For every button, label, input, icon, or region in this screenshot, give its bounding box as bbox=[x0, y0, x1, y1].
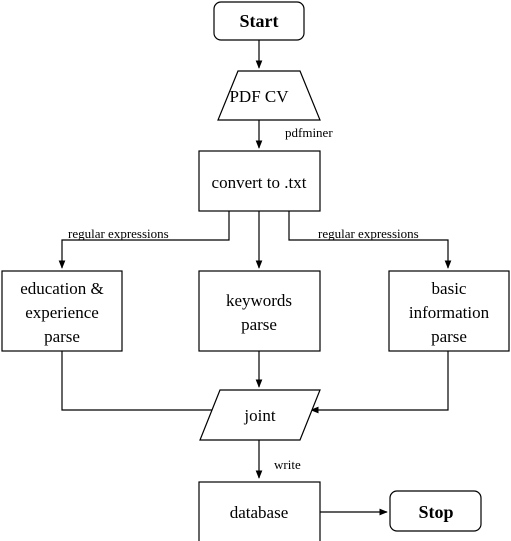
node-joint: joint bbox=[199, 389, 321, 441]
edge-edu-to-joint bbox=[61, 351, 227, 414]
node-edu-line3: parse bbox=[44, 327, 80, 346]
node-start: Start bbox=[213, 1, 305, 41]
node-stop: Stop bbox=[389, 490, 482, 532]
edge-label-regex-left: regular expressions bbox=[68, 226, 169, 241]
edge-basic-to-joint bbox=[310, 351, 449, 414]
node-basic-line1: basic bbox=[432, 279, 467, 298]
node-keywords-line2: parse bbox=[241, 315, 277, 334]
edge-label-regex-right: regular expressions bbox=[318, 226, 419, 241]
edge-convert-to-edu bbox=[58, 211, 230, 269]
node-edu-line1: education & bbox=[20, 279, 104, 298]
node-database: database bbox=[198, 481, 321, 541]
node-database-label: database bbox=[230, 503, 289, 522]
edge-label-pdfminer: pdfminer bbox=[285, 125, 333, 140]
node-education-experience: education & experience parse bbox=[1, 270, 123, 352]
node-convert: convert to .txt bbox=[198, 150, 321, 212]
node-basic-line3: parse bbox=[431, 327, 467, 346]
node-keywords: keywords parse bbox=[198, 270, 321, 352]
node-edu-line2: experience bbox=[25, 303, 99, 322]
node-convert-label: convert to .txt bbox=[212, 173, 307, 192]
node-basic-information: basic information parse bbox=[388, 270, 510, 352]
edges bbox=[58, 40, 452, 516]
node-keywords-line1: keywords bbox=[226, 291, 292, 310]
node-pdf-cv-label: PDF CV bbox=[229, 87, 289, 106]
node-stop-label: Stop bbox=[418, 502, 453, 522]
node-start-label: Start bbox=[240, 11, 279, 31]
node-pdf-cv: PDF CV bbox=[217, 70, 321, 121]
edge-label-write: write bbox=[274, 457, 301, 472]
node-joint-label: joint bbox=[243, 406, 275, 425]
node-basic-line2: information bbox=[409, 303, 490, 322]
edge-convert-to-basic bbox=[288, 211, 452, 269]
